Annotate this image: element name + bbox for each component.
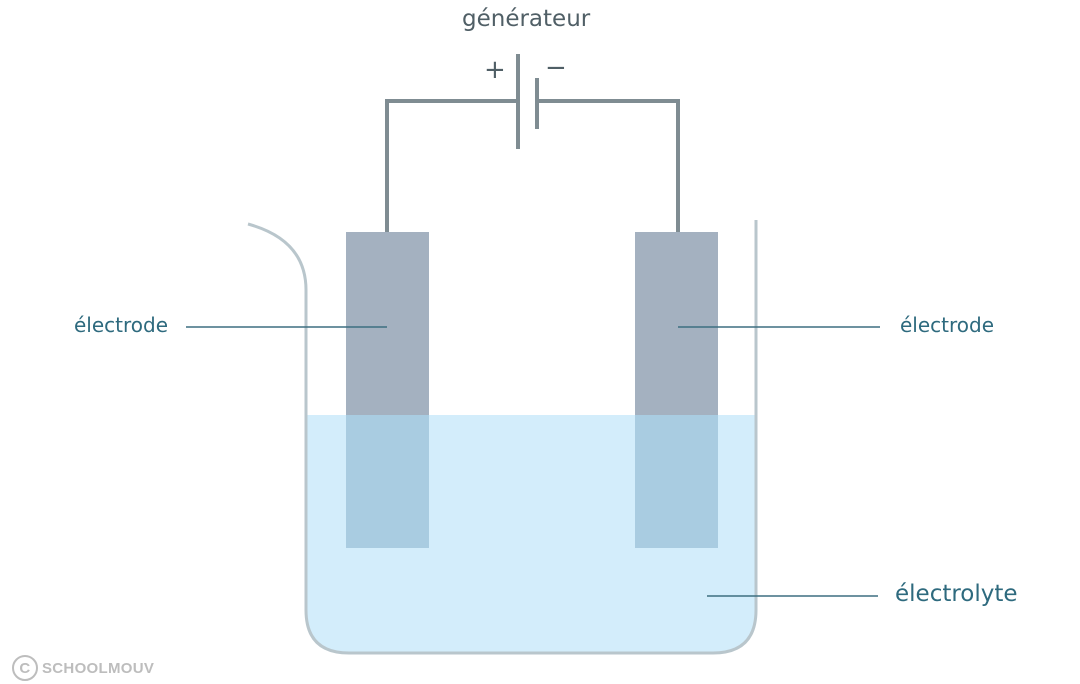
left-electrode-label: électrode [74,313,169,337]
negative-terminal-sign: − [545,53,567,83]
electrode-right [635,232,718,415]
generator-label: générateur [462,6,591,32]
wire-right [536,99,680,232]
electrolyte-label: électrolyte [895,581,1018,607]
right-electrode-label: électrode [900,313,995,337]
electrode-left [346,232,429,415]
watermark-text: SCHOOLMOUV [42,659,155,677]
copyright-icon: C [12,655,38,681]
wire-left [385,99,516,232]
watermark: C SCHOOLMOUV [12,655,154,681]
beaker [247,220,758,655]
electrode-left-submerged [346,415,429,548]
electrode-right-submerged [635,415,718,548]
positive-terminal-sign: + [484,55,506,85]
